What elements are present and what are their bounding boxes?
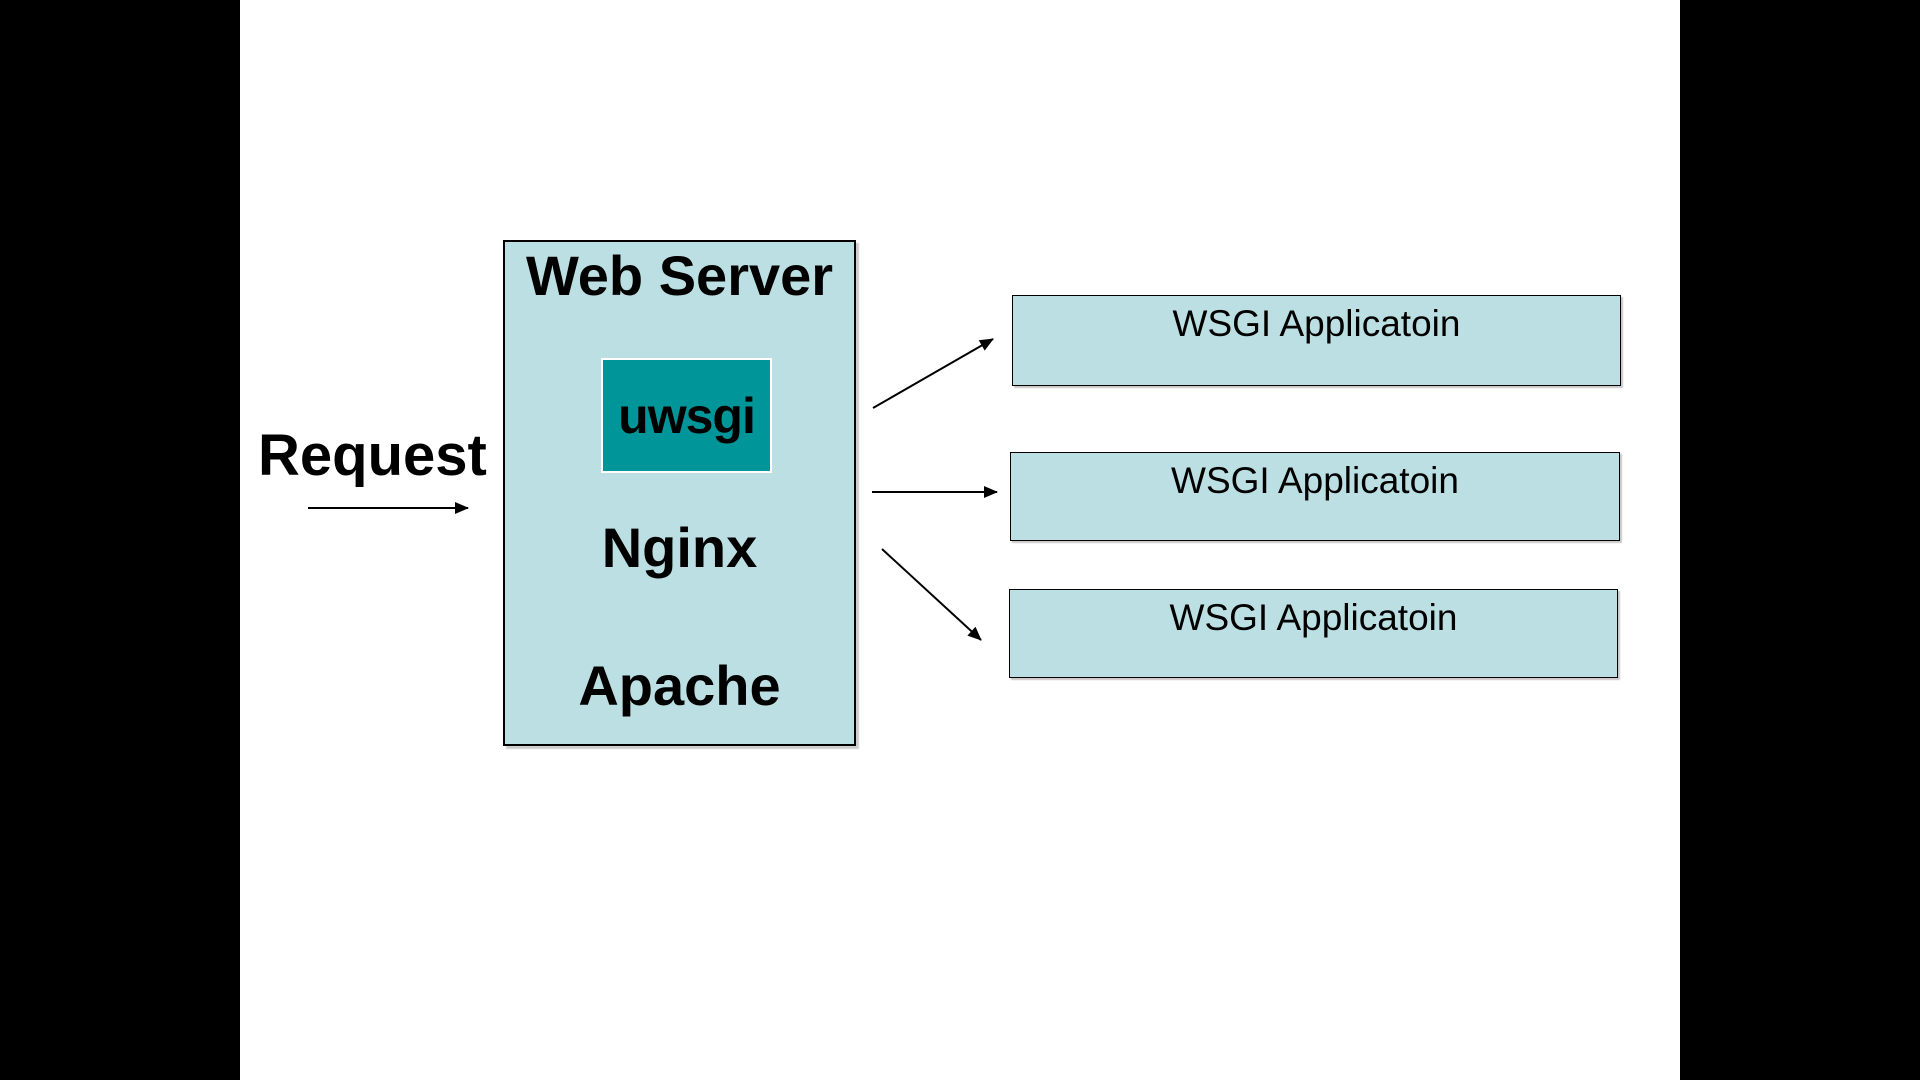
wsgi-app-label: WSGI Applicatoin	[1172, 303, 1461, 344]
web-server-title: Web Server	[525, 244, 834, 307]
uwsgi-label: uwsgi	[618, 387, 756, 444]
wsgi-app-label: WSGI Applicatoin	[1169, 597, 1458, 638]
wsgi-app-box-2: WSGI Applicatoin	[1010, 452, 1620, 541]
connector-arrow-top	[872, 338, 994, 409]
wsgi-app-box-1: WSGI Applicatoin	[1012, 295, 1621, 386]
letterbox-right	[1680, 0, 1920, 1080]
web-server-box: Web Server uwsgi Nginx Apache	[503, 240, 856, 746]
apache-label: Apache	[578, 654, 781, 717]
connector-arrow-bottom	[881, 548, 982, 641]
uwsgi-box: uwsgi	[601, 358, 772, 473]
nginx-label: Nginx	[601, 516, 758, 579]
letterbox-left	[0, 0, 240, 1080]
wsgi-app-box-3: WSGI Applicatoin	[1009, 589, 1618, 678]
wsgi-app-label: WSGI Applicatoin	[1171, 460, 1459, 501]
request-label: Request	[258, 423, 487, 488]
